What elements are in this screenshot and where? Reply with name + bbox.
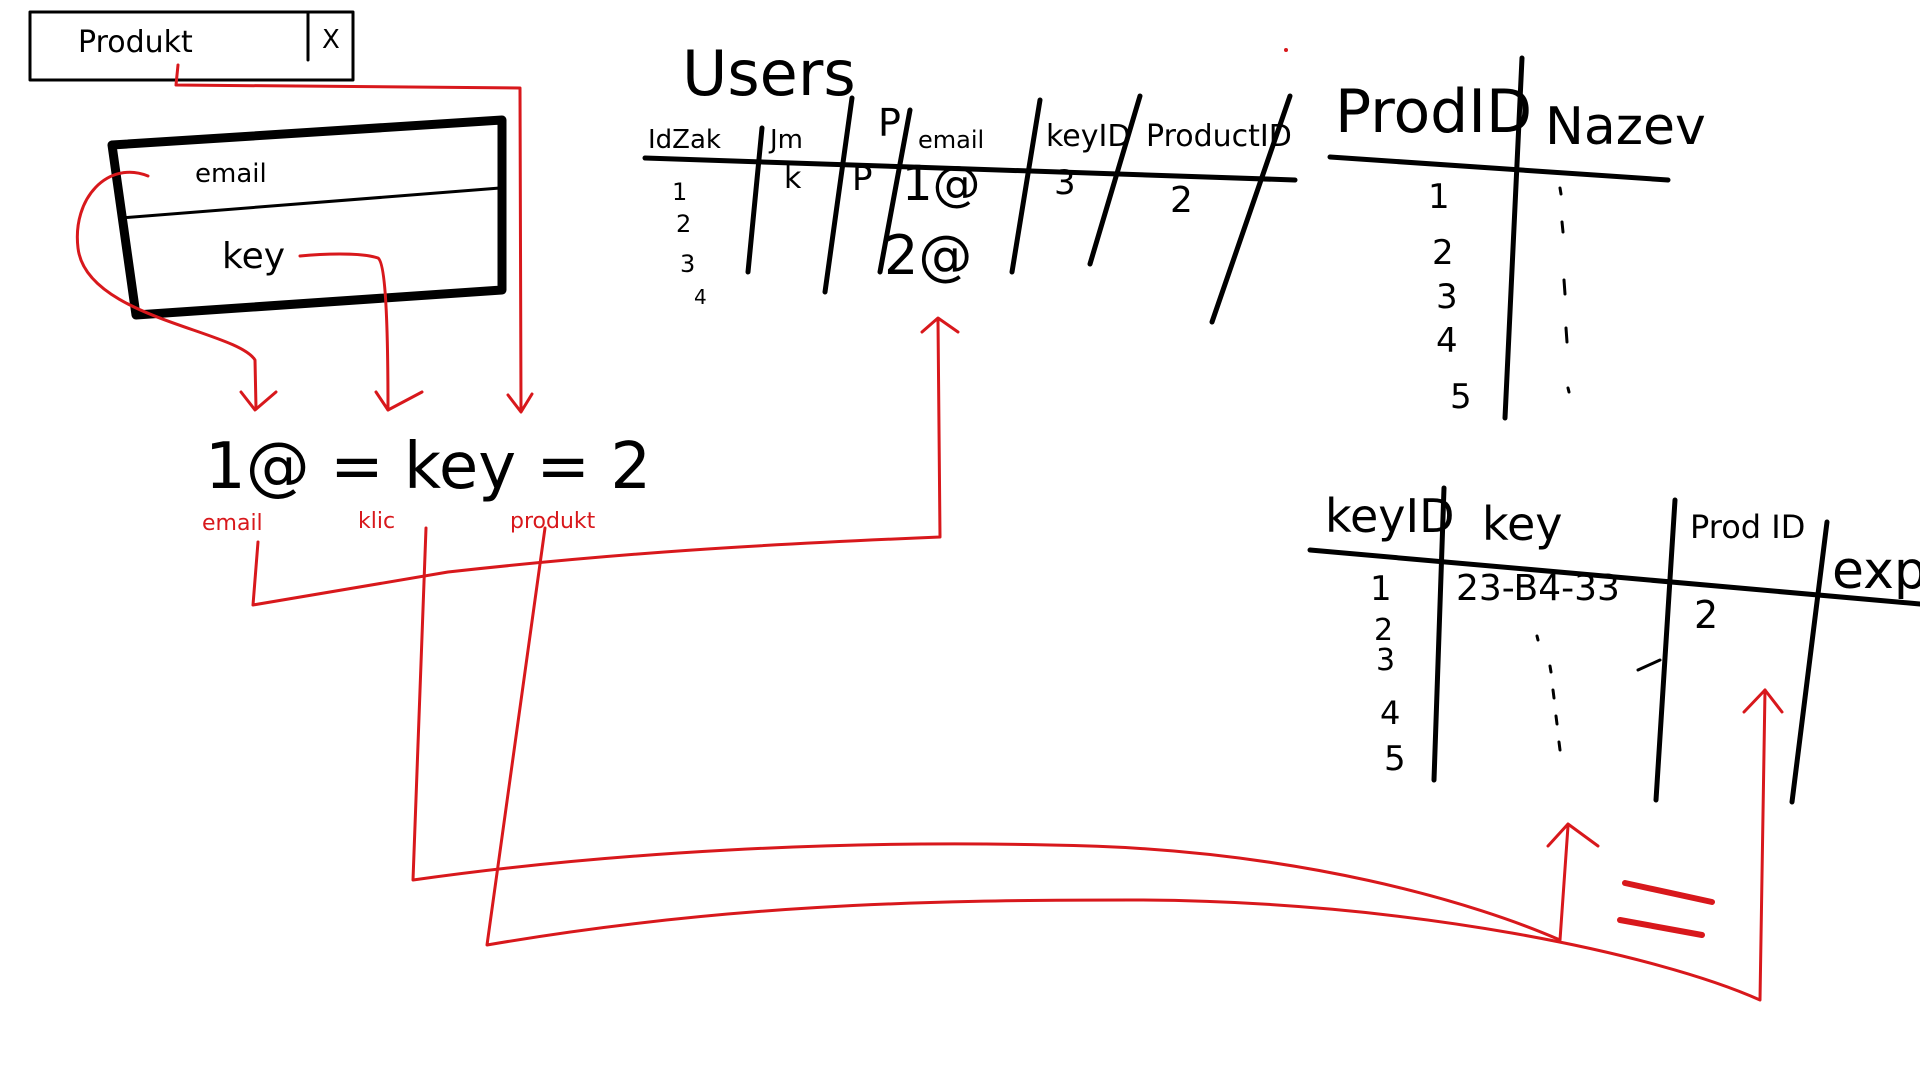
products-id-2: 2 — [1432, 233, 1454, 273]
keys-cell-key: 23-B4-33 — [1456, 568, 1620, 609]
users-header-productid: ProductID — [1146, 119, 1292, 154]
users-header-jm: Jm — [768, 125, 803, 155]
arrowhead-klic — [374, 390, 424, 412]
equals-sign-line-1 — [1622, 880, 1715, 905]
keys-key-dot-3 — [1551, 688, 1556, 700]
equals-sign-line-2 — [1617, 917, 1705, 938]
arrowhead-prodid — [1742, 688, 1784, 714]
users-header-p: P — [878, 101, 901, 145]
products-nazev-dot-1 — [1558, 186, 1563, 196]
users-title: Users — [682, 37, 856, 110]
users-col-line-4 — [1009, 97, 1043, 275]
arrowhead-key — [1546, 822, 1600, 848]
arrow-product-to-produkt — [174, 63, 523, 412]
users-col-line-1 — [745, 125, 765, 275]
form-outline — [107, 115, 507, 320]
products-table: ProdID Nazev 1 2 3 4 5 — [1327, 55, 1706, 421]
close-icon: X — [322, 25, 340, 55]
arrow-email-to-users — [251, 318, 942, 607]
product-label: Produkt — [78, 25, 193, 60]
keys-key-dot-2 — [1548, 664, 1553, 674]
stray-red-dot — [1284, 48, 1288, 52]
key-field-label: key — [222, 236, 285, 277]
form-divider — [118, 186, 502, 220]
keys-key-dot-5 — [1557, 740, 1562, 752]
products-id-1: 1 — [1428, 177, 1450, 217]
users-id-2: 2 — [676, 210, 691, 238]
products-header-rule — [1327, 154, 1671, 183]
users-col-line-2 — [822, 95, 855, 295]
users-cell-keyid: 3 — [1054, 163, 1076, 203]
users-table: Users IdZak Jm P email keyID ProductID 1… — [642, 37, 1298, 325]
keys-key-dot-4 — [1554, 714, 1559, 726]
email-field-label: email — [195, 159, 267, 189]
keys-col-line-3 — [1789, 519, 1830, 805]
users-col-line-3 — [877, 107, 913, 275]
users-header-email: email — [918, 126, 984, 154]
arrow-key-to-klic — [298, 252, 390, 412]
connector-arrows — [75, 48, 1784, 1002]
users-header-idzak: IdZak — [648, 125, 721, 155]
users-col-line-6 — [1209, 93, 1293, 325]
users-cell-p: P — [852, 159, 873, 199]
keys-header-key: key — [1482, 497, 1563, 551]
arrowhead-email — [239, 390, 278, 412]
users-cell-email-2: 2@ — [884, 224, 972, 287]
arrowhead-produkt — [506, 392, 534, 414]
keys-stray-mark — [1636, 658, 1662, 672]
keys-header-prodid: Prod ID — [1690, 508, 1805, 546]
label-klic: klic — [358, 509, 395, 534]
keys-id-4: 4 — [1380, 694, 1400, 732]
products-nazev-dot-2 — [1560, 220, 1565, 234]
arrowhead-users — [920, 316, 960, 334]
users-cell-email-1: 1@ — [902, 156, 981, 212]
keys-col-line-1 — [1431, 485, 1447, 783]
users-header-rule — [642, 155, 1298, 183]
login-form-box: email key — [107, 115, 507, 320]
users-col-line-5 — [1087, 93, 1143, 267]
keys-id-3: 3 — [1376, 643, 1395, 678]
product-input-box: Produkt X — [28, 10, 355, 82]
arrow-email-to-email — [75, 170, 258, 410]
users-cell-jm: k — [784, 161, 802, 196]
keys-key-dot-1 — [1535, 634, 1540, 642]
products-col-line — [1502, 55, 1525, 421]
expression-text: 1@ = key = 2 — [205, 430, 651, 504]
products-id-3: 3 — [1436, 277, 1458, 317]
arrow-klic-to-key — [411, 526, 1570, 942]
product-input-outline — [28, 10, 355, 82]
keys-id-5: 5 — [1384, 739, 1406, 779]
products-header-nazev: Nazev — [1545, 97, 1706, 157]
keys-table: keyID key Prod ID exp 1 2 3 4 5 23-B4-33… — [1307, 485, 1920, 805]
products-id-5: 5 — [1450, 377, 1472, 417]
keys-id-1: 1 — [1370, 569, 1392, 609]
label-produkt: produkt — [510, 509, 596, 534]
label-email: email — [202, 511, 263, 536]
users-id-1: 1 — [672, 178, 687, 206]
products-nazev-dot-5 — [1566, 386, 1571, 394]
users-id-3: 3 — [680, 250, 695, 278]
products-id-4: 4 — [1436, 321, 1458, 361]
users-cell-productid: 2 — [1170, 180, 1193, 221]
keys-cell-prodid: 2 — [1694, 593, 1718, 637]
users-id-4: 4 — [694, 285, 707, 309]
products-nazev-dot-4 — [1564, 326, 1569, 344]
keys-col-line-2 — [1653, 497, 1678, 803]
keys-header-keyid: keyID — [1325, 489, 1455, 543]
keys-id-2: 2 — [1374, 613, 1393, 648]
arrow-produkt-to-prodid — [485, 526, 1767, 1002]
products-header-prodid: ProdID — [1335, 77, 1532, 147]
users-header-keyid: keyID — [1046, 119, 1130, 154]
products-nazev-dot-3 — [1562, 278, 1567, 296]
keys-header-exp: exp — [1832, 541, 1920, 601]
